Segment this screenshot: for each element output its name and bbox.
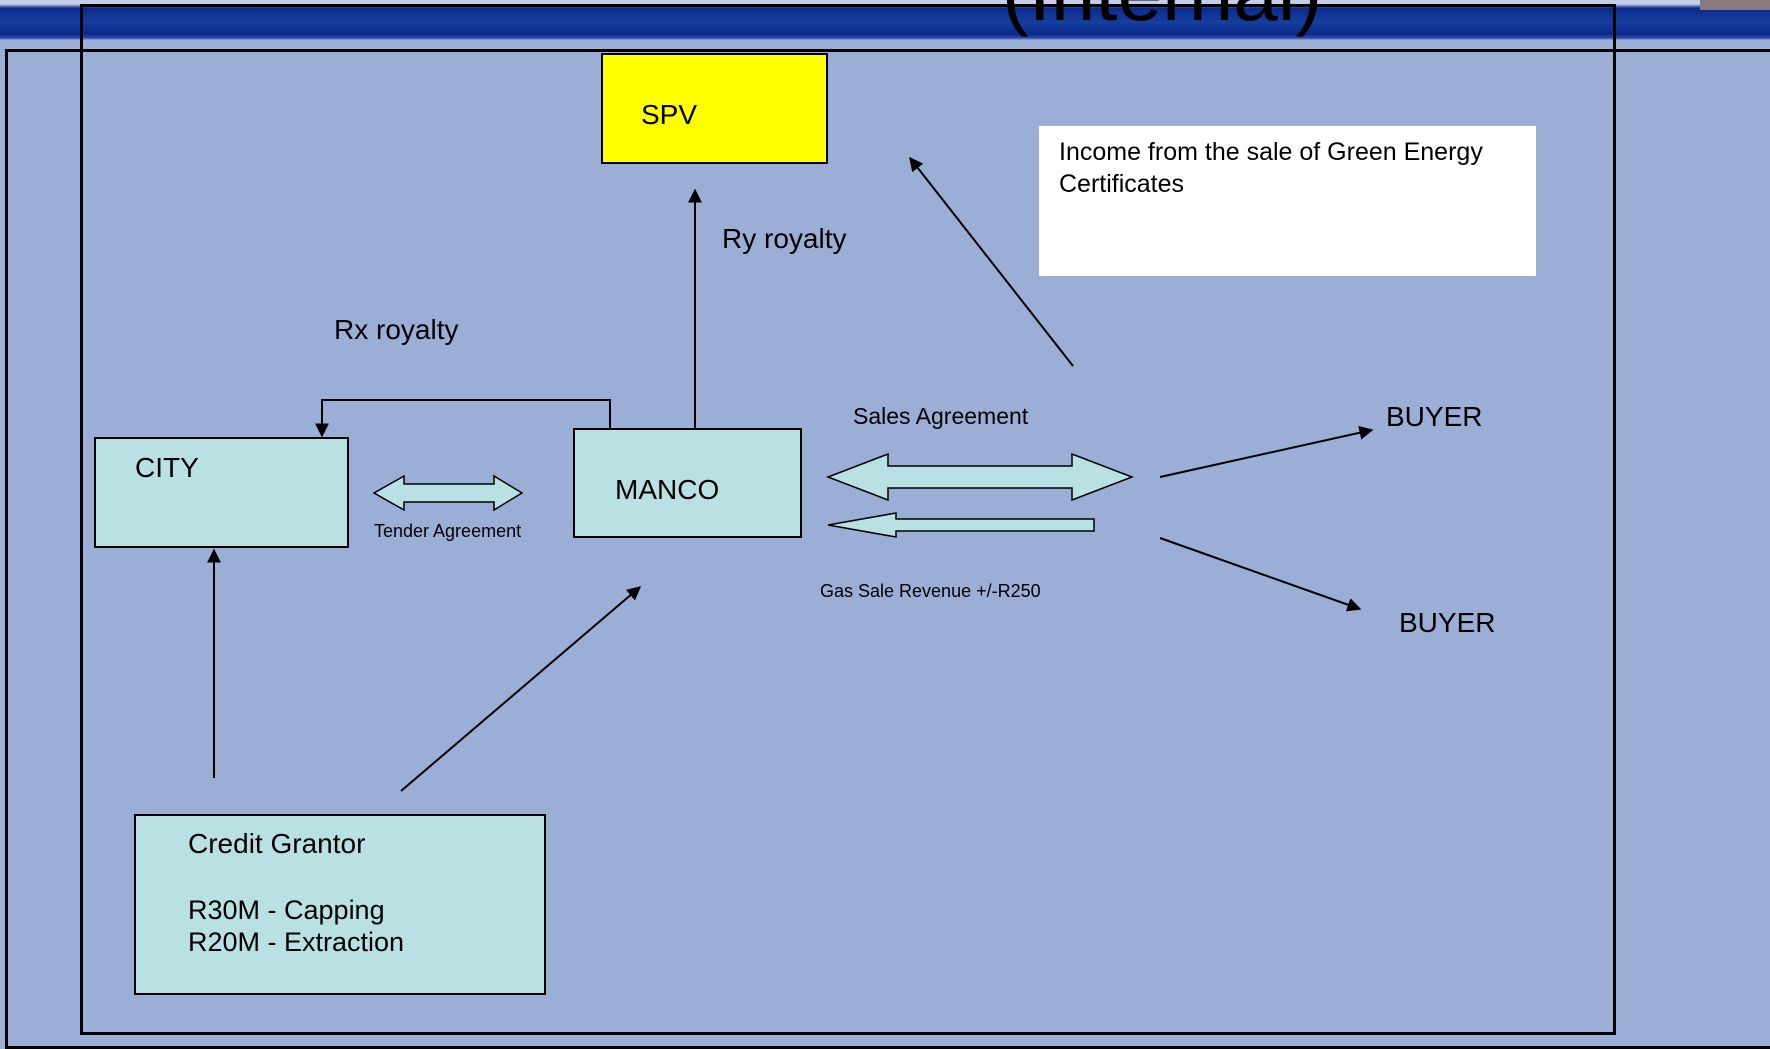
inner-frame	[80, 4, 1616, 1035]
credit-grantor-box: Credit Grantor R30M - Capping R20M - Ext…	[134, 814, 546, 995]
tender-agreement-label: Tender Agreement	[374, 521, 522, 541]
manco-box: MANCO	[573, 428, 802, 538]
credit-grantor-capping: R30M - Capping	[188, 895, 385, 925]
grantor-to-manco-arrow	[400, 586, 642, 792]
gas-sale-revenue-label: Gas Sale Revenue +/-R250	[820, 581, 1041, 601]
sales-agreement-label: Sales Agreement	[853, 403, 1029, 429]
manco-to-city-royalty-arrow	[315, 399, 611, 450]
green-energy-note-text: Income from the sale of Green Energy Cer…	[1059, 138, 1483, 198]
certificates-to-spv-arrow	[909, 156, 1074, 367]
tender-agreement-double-arrow	[372, 474, 524, 512]
green-energy-note-box: Income from the sale of Green Energy Cer…	[1039, 126, 1536, 276]
manco-to-buyer-2-arrow	[1159, 537, 1362, 612]
gas-sale-revenue-arrow	[827, 512, 1095, 538]
city-label: CITY	[135, 452, 199, 483]
credit-grantor-extraction: R20M - Extraction	[188, 927, 405, 957]
sales-agreement-double-arrow	[825, 452, 1135, 502]
corner-image	[1700, 0, 1770, 10]
buyer-1-label: BUYER	[1386, 401, 1483, 432]
manco-label: MANCO	[615, 474, 720, 505]
credit-grantor-title: Credit Grantor	[188, 828, 366, 859]
city-box: CITY	[94, 437, 349, 548]
buyer-2-label: BUYER	[1399, 607, 1496, 638]
spv-box: SPV	[601, 53, 828, 164]
manco-to-buyer-1-arrow	[1159, 425, 1374, 478]
rx-royalty-label: Rx royalty	[334, 314, 459, 345]
spv-label: SPV	[641, 99, 698, 130]
ry-royalty-label: Ry royalty	[722, 223, 847, 254]
